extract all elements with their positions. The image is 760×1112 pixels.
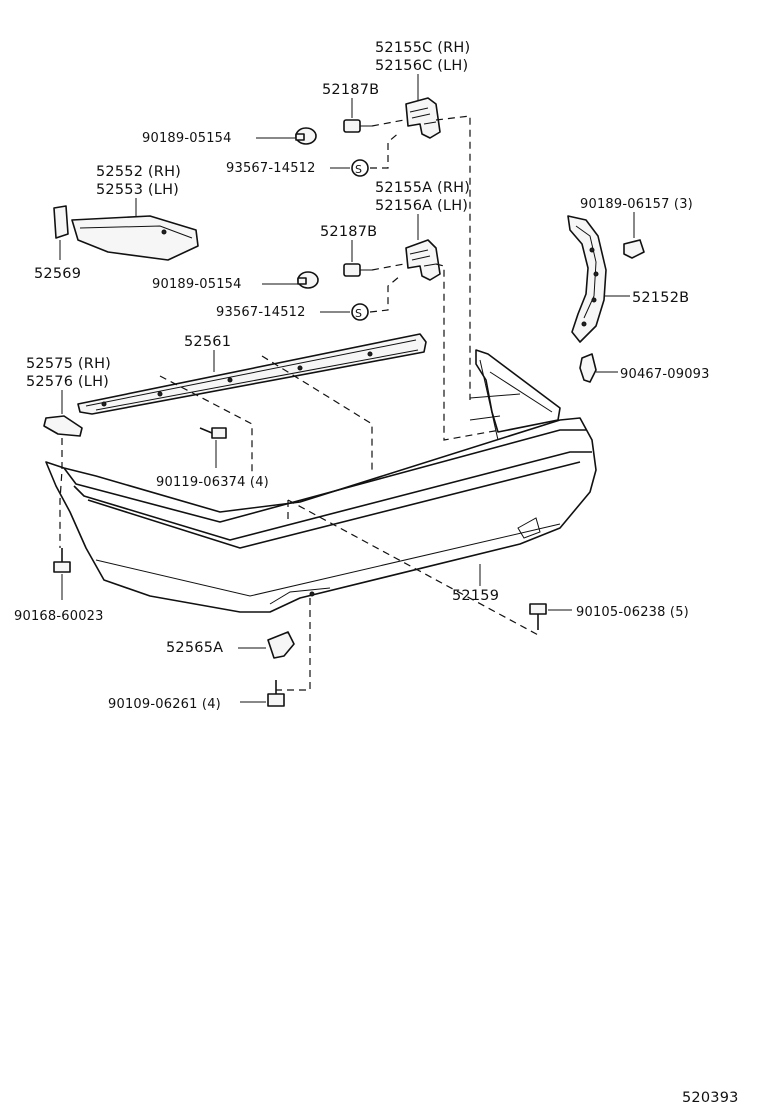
bracket-52155c [405,97,441,139]
label-52561: 52561 [184,334,231,350]
label-93567-14512-top: 93567-14512 [226,161,316,176]
label-90168-60023: 90168-60023 [14,609,104,624]
clip-icon [343,263,372,277]
bumper-inner-frame [475,349,561,433]
label-52159: 52159 [452,588,499,604]
bracket-52575-group: 52575 (RH) 52576 (LH) [26,356,111,437]
bumper-cover-body [45,417,597,613]
bolt-icon [267,693,285,707]
label-52187b-top: 52187B [322,82,379,98]
label-52155c: 52155C (RH) [375,40,470,56]
dash-route-52565a [276,598,311,691]
clip-icon [623,239,645,259]
label-52565a: 52565A [166,640,223,656]
svg-text:S: S [355,307,362,320]
bolt-90168-group: 90168-60023 [14,548,104,624]
bolt-90105-group: 90105-06238 (5) [529,603,689,630]
label-52156c: 52156C (LH) [375,58,468,74]
clip-52565a [267,631,295,659]
dash-route-reinforcement [159,355,373,476]
label-93567-14512-mid: 93567-14512 [216,305,306,320]
dash-route-cover [287,499,541,637]
bolt-icon [295,127,317,145]
fastener-s-icon: S [351,303,369,321]
side-trim-52552 [71,215,199,261]
label-90119-06374: 90119-06374 (4) [156,475,269,490]
bumper-cover-52159: 52159 [45,349,597,637]
bracket-52155c-group: 52155C (RH) 52156C (LH) 52187B 90189-051… [142,40,471,400]
label-52569: 52569 [34,266,81,282]
bracket-52155a [405,239,441,281]
label-52187b-mid: 52187B [320,224,377,240]
reinforcement-52561 [77,333,427,415]
diagram-id: 520393 [682,1090,739,1106]
fastener-s-icon: S [351,159,369,177]
bolt-90119-group: 90119-06374 (4) [156,427,269,490]
label-52576: 52576 (LH) [26,374,109,390]
label-52553: 52553 (LH) [96,182,179,198]
side-bracket-52152b [567,215,607,343]
label-52552: 52552 (RH) [96,164,181,180]
bolt-90109-group: 90109-06261 (4) [108,680,285,712]
clip-icon [579,353,597,383]
label-90105-06238: 90105-06238 (5) [576,605,689,620]
label-90189-05154-top: 90189-05154 [142,131,232,146]
bracket-52155a-group: 52155A (RH) 52156A (LH) 52187B 90189-051… [152,180,501,441]
label-90109-06261: 90109-06261 (4) [108,697,221,712]
side-trim-group: 52552 (RH) 52553 (LH) 52569 [34,164,199,282]
label-52156a: 52156A (LH) [375,198,468,214]
label-52575: 52575 (RH) [26,356,111,372]
dash-route-top [370,115,471,400]
clip-icon [343,119,372,133]
dash-route-mid [369,263,501,441]
trim-pad-52569 [53,205,69,239]
label-90189-05154-mid: 90189-05154 [152,277,242,292]
label-52155a: 52155A (RH) [375,180,470,196]
label-90189-06157: 90189-06157 (3) [580,197,693,212]
bolt-icon [53,548,71,573]
bolt-icon [297,271,319,289]
clip-52565a-group: 52565A [166,598,311,691]
dash-route-left [59,438,63,548]
label-90467-09093: 90467-09093 [620,367,710,382]
bracket-52575 [43,415,83,437]
svg-text:S: S [355,163,362,176]
side-bracket-52152b-group: 90189-06157 (3) 52152B 90467-09093 [567,197,710,383]
bolt-icon [529,603,547,630]
reinforcement-52561-group: 52561 [77,333,427,476]
bolt-icon [199,427,227,439]
label-52152b: 52152B [632,290,689,306]
